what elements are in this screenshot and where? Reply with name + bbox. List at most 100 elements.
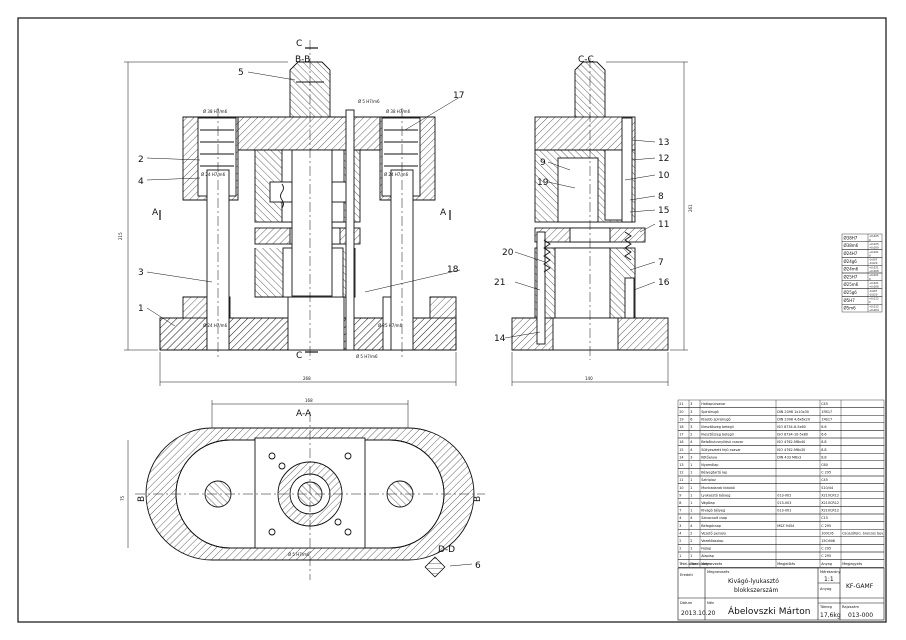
tolerance-upper: +0,025 [869,242,879,246]
parts-cell: 1ЯS17 [821,410,832,414]
parts-cell: 7 [679,509,681,513]
tb-label-name: Név [707,601,715,605]
part-label-2: 2 [138,155,144,165]
front-dimensions [124,61,457,386]
parts-cell: 1 [690,478,692,482]
parts-cell: 4 [690,516,692,520]
part-label-6: 6 [475,561,481,571]
section-c-bottom: C [296,351,302,361]
parts-cell: Hatlapúcsavar [701,402,726,406]
tolerance-fit: Ø5H7 [844,298,856,303]
parts-cell: 1 [690,501,692,505]
parts-cell: C 295 [821,524,831,528]
tolerance-lower: 0 [869,277,871,281]
parts-cell: Bélyegtartó lap [701,471,727,475]
tolerance-upper: +0,012 [869,304,879,308]
parts-cell: C60 [821,463,828,467]
parts-cell: Nyomólap [701,463,718,467]
parts-cell: 2 [679,539,681,543]
dim-front-width: 268 [303,376,311,381]
tb-mass: 17,6kg [820,612,841,619]
tolerance-lower: 0 [869,253,871,257]
tolerance-lower: +0,008 [869,285,879,289]
parts-cell: Vezető persely [701,531,726,535]
tb-label-mass: Tömeg [819,605,832,609]
parts-cell: 12 [679,471,683,475]
tolerance-upper: -0,007 [869,289,878,293]
section-a-right: A [440,208,447,218]
tolerance-lower: -0,020 [869,261,878,265]
parts-cell: C 295 [821,547,831,551]
tb-date: 2013.10.20 [681,610,716,617]
parts-cell: 013-003 [777,501,791,505]
parts-cell: 4 [690,524,692,528]
parts-cell: Illesztőszeg betegli [701,433,734,437]
tb-label-orig: Eredeti [680,573,693,577]
part-label-11: 11 [658,220,669,230]
tolerance-upper: +0,021 [869,265,879,269]
tolerance-fit: Ø38H7 [844,235,858,240]
parts-cell: C45 [821,478,828,482]
parts-cell: 4 [679,516,681,520]
parts-cell: 013-001 [777,509,791,513]
tolerance-fit: Ø25g6 [844,290,858,295]
tolerance-upper: +0,012 [869,297,879,301]
parts-cell: 9 [679,493,681,497]
part-label-10: 10 [658,171,670,181]
top-dimensions [127,400,409,548]
parts-cell: 17 [679,433,683,437]
parts-cell: DIN 2098 4,6x6x20 [777,417,810,421]
view-title-aa: A-A [296,409,312,419]
parts-cell: Illesztőszeg betegli [701,425,734,429]
section-b-right: B [473,496,483,502]
parts-cell: 3 [690,425,692,429]
dim-side-width: 140 [585,376,593,381]
parts-cell: Alaplap [701,554,714,558]
parts-cell: 1 [690,554,692,558]
parts-cell: 1 [690,547,692,551]
tb-label-scale: Méretarány [820,570,841,574]
parts-cell: Vágólap [701,501,715,505]
parts-cell: DIN 433 M6x3 [777,455,801,459]
parts-cell: 1 [690,493,692,497]
tolerance-fit: Ø24H7 [844,251,858,256]
part-label-20: 20 [502,248,514,258]
dim-front-base-left: Ø 24 H7/m6 [203,323,228,328]
tb-name: Ábelovszki Márton [728,605,810,617]
parts-cell: 8.8 [821,448,826,452]
parts-cell: Kivágó bélyeg [701,509,725,513]
parts-cell: Anyag [821,562,832,566]
parts-cell: 20 [679,410,683,414]
dim-front-height: 215 [118,232,123,240]
tolerance-upper: -0,007 [869,258,878,262]
parts-cell: 2 [690,531,692,535]
tolerance-fit: Ø25H7 [844,274,858,279]
side-dimensions [511,61,688,386]
section-a-left: A [152,208,159,218]
parts-cell: X210CR12 [821,501,839,505]
parts-cell: 6 [690,417,692,421]
tb-label-designation: Megnevezés [707,570,730,574]
part-label-1: 1 [138,304,144,314]
tolerance-upper: +0,021 [869,281,879,285]
parts-cell: 013-002 [777,493,791,497]
parts-cell: 4 [679,531,681,535]
tolerance-lower: 0 [869,300,871,304]
parts-cell: 1ЯS17 [821,417,832,421]
dim-front-bush-right: Ø 38 H7/m6 [386,109,411,114]
part-label-16: 16 [658,278,670,288]
parts-cell: 1 [690,486,692,490]
parts-cell: 100Cr6 [821,531,833,535]
title-block [677,567,885,621]
parts-cell: 8.8 [821,455,826,459]
dim-top-height: 75 [120,495,125,501]
parts-cell: Szivacsolt csap [701,516,727,520]
part-label-21: 21 [494,278,505,288]
parts-cell: Darab-szám [690,562,711,566]
part-label-15: 15 [658,206,669,216]
parts-cell: 10 [679,486,683,490]
tb-drawing-no: 013-000 [848,612,873,619]
parts-cell: 16 [679,440,683,444]
part-label-8: 8 [658,192,664,202]
